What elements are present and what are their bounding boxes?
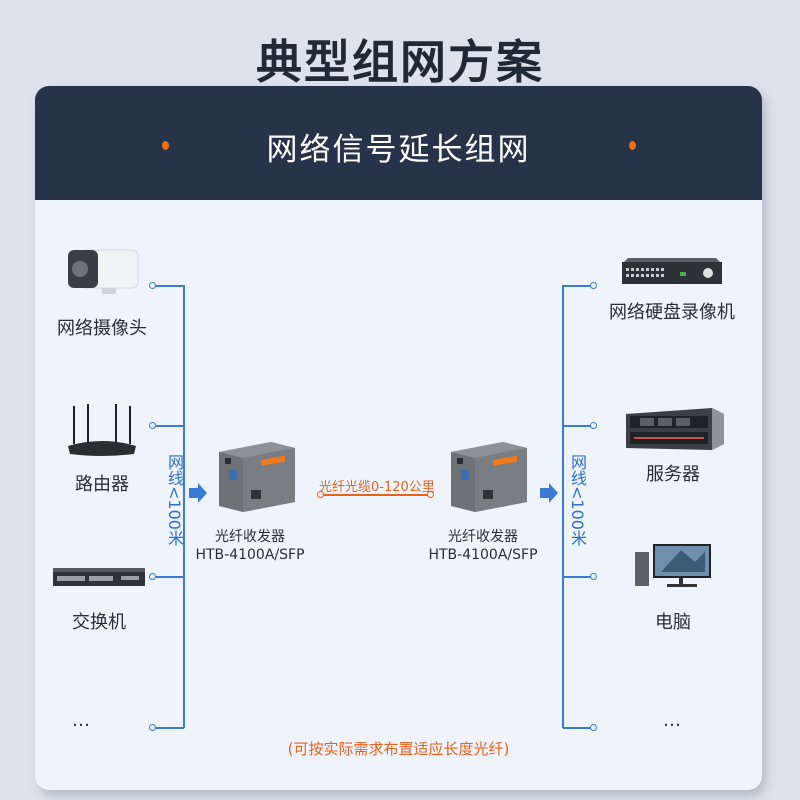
right-branch-line <box>563 576 593 578</box>
device-label: 交换机 <box>72 612 126 633</box>
more-devices-ellipsis: … <box>72 710 91 731</box>
nvr-icon <box>622 258 722 284</box>
fiber-transceiver-icon <box>219 442 295 512</box>
right-branch-line <box>563 425 593 427</box>
arrow-right-icon <box>189 483 207 503</box>
transceiver-name: 光纤收发器 <box>448 529 518 545</box>
ip-camera-icon <box>68 249 139 294</box>
cable-length-label: 网线<100米 <box>165 454 184 546</box>
transceiver-label: 光纤收发器 HTB-4100A/SFP <box>428 528 538 564</box>
left-bus-line <box>183 285 185 728</box>
transceiver-name: 光纤收发器 <box>215 529 285 545</box>
device-label: 网络硬盘录像机 <box>609 302 735 323</box>
footnote: (可按实际需求布置适应长度光纤) <box>287 740 510 758</box>
fiber-link-line <box>323 494 429 496</box>
more-devices-ellipsis: … <box>663 710 682 731</box>
left-branch-line <box>153 285 184 287</box>
fiber-node <box>317 491 324 498</box>
accent-dot <box>162 141 169 150</box>
router-icon <box>68 404 136 456</box>
left-branch-line <box>153 576 184 578</box>
right-branch-line <box>563 285 593 287</box>
page-title: 典型组网方案 <box>256 35 544 89</box>
accent-dot <box>629 141 636 150</box>
desktop-computer-icon <box>635 544 711 587</box>
device-label: 电脑 <box>655 612 691 633</box>
connection-node <box>149 724 156 731</box>
device-label: 网络摄像头 <box>57 318 147 339</box>
connection-node <box>149 282 156 289</box>
fiber-node <box>427 491 434 498</box>
device-label: 路由器 <box>75 474 129 495</box>
fiber-transceiver-icon <box>451 442 527 512</box>
cable-length-label: 网线<100米 <box>568 454 587 546</box>
device-label: 服务器 <box>646 464 700 485</box>
server-icon <box>626 408 724 450</box>
right-branch-line <box>563 727 593 729</box>
right-bus-line <box>562 285 564 728</box>
transceiver-label: 光纤收发器 HTB-4100A/SFP <box>195 528 305 564</box>
switch-icon <box>53 568 145 586</box>
device-computer: 电脑 <box>623 542 723 634</box>
card-header: 网络信号延长组网 <box>35 86 762 200</box>
device-nvr: 网络硬盘录像机 <box>597 256 747 324</box>
device-ip-camera: 网络摄像头 <box>57 244 147 340</box>
connection-node <box>149 422 156 429</box>
connection-node <box>590 422 597 429</box>
fiber-distance-label: 光纤光缆0-120公里 <box>319 480 435 495</box>
connection-node <box>149 573 156 580</box>
device-router: 路由器 <box>57 402 147 496</box>
connection-node <box>590 282 597 289</box>
connection-node <box>590 724 597 731</box>
card-header-title: 网络信号延长组网 <box>266 132 531 168</box>
left-branch-line <box>153 425 184 427</box>
network-diagram-card: 网络信号延长组网 网络摄像头 路由器 <box>35 86 762 790</box>
device-server: 服务器 <box>613 404 733 486</box>
transceiver-model: HTB-4100A/SFP <box>195 547 305 563</box>
left-branch-line <box>153 727 184 729</box>
connection-node <box>590 573 597 580</box>
device-switch: 交换机 <box>49 564 149 634</box>
transceiver-model: HTB-4100A/SFP <box>428 547 538 563</box>
arrow-right-icon <box>540 483 558 503</box>
